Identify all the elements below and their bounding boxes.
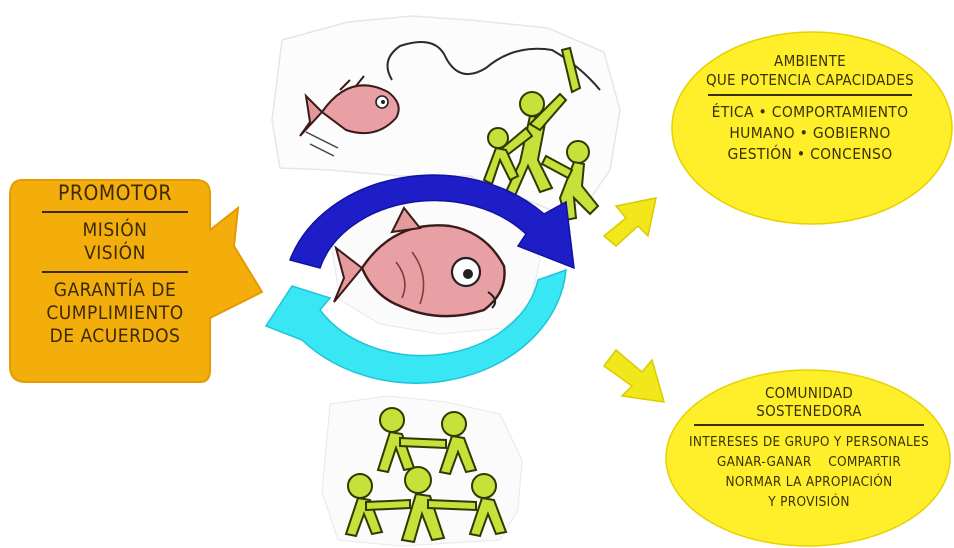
comunidad-body-2: GANAR-GANAR COMPARTIR — [676, 452, 942, 472]
comunidad-body-4: Y PROVISIÓN — [676, 492, 942, 512]
comunidad-title-2: SOSTENEDORA — [676, 402, 942, 420]
promotor-text-block: PROMOTOR MISIÓN VISIÓN GARANTÍA DE CUMPL… — [20, 182, 210, 348]
ambiente-title-1: AMBIENTE — [690, 52, 930, 71]
ambiente-body-2: HUMANO • GOBIERNO — [690, 123, 930, 144]
promotor-divider-1 — [42, 211, 188, 213]
ambiente-body-3: GESTIÓN • CONCENSO — [690, 144, 930, 165]
promotor-garantia: GARANTÍA DE — [20, 279, 210, 302]
comunidad-body-1: INTERESES DE GRUPO Y PERSONALES — [676, 432, 942, 452]
ambiente-divider — [708, 94, 912, 96]
comunidad-divider — [694, 424, 924, 426]
arrow-to-ambiente — [604, 198, 656, 246]
promotor-divider-2 — [42, 271, 188, 273]
comunidad-text-block: COMUNIDAD SOSTENEDORA INTERESES DE GRUPO… — [676, 384, 942, 512]
comunidad-body-3: NORMAR LA APROPIACIÓN — [676, 472, 942, 492]
ambiente-body-1: ÉTICA • COMPORTAMIENTO — [690, 102, 930, 123]
promotor-cumplimiento: CUMPLIMIENTO — [20, 302, 210, 325]
promotor-vision: VISIÓN — [20, 242, 210, 265]
ambiente-text-block: AMBIENTE QUE POTENCIA CAPACIDADES ÉTICA … — [690, 52, 930, 165]
ambiente-title-2: QUE POTENCIA CAPACIDADES — [690, 71, 930, 90]
promotor-mision: MISIÓN — [20, 219, 210, 242]
arrow-to-comunidad — [604, 350, 664, 402]
promotor-title: PROMOTOR — [20, 182, 210, 205]
promotor-acuerdos: DE ACUERDOS — [20, 325, 210, 348]
comunidad-title-1: COMUNIDAD — [676, 384, 942, 402]
